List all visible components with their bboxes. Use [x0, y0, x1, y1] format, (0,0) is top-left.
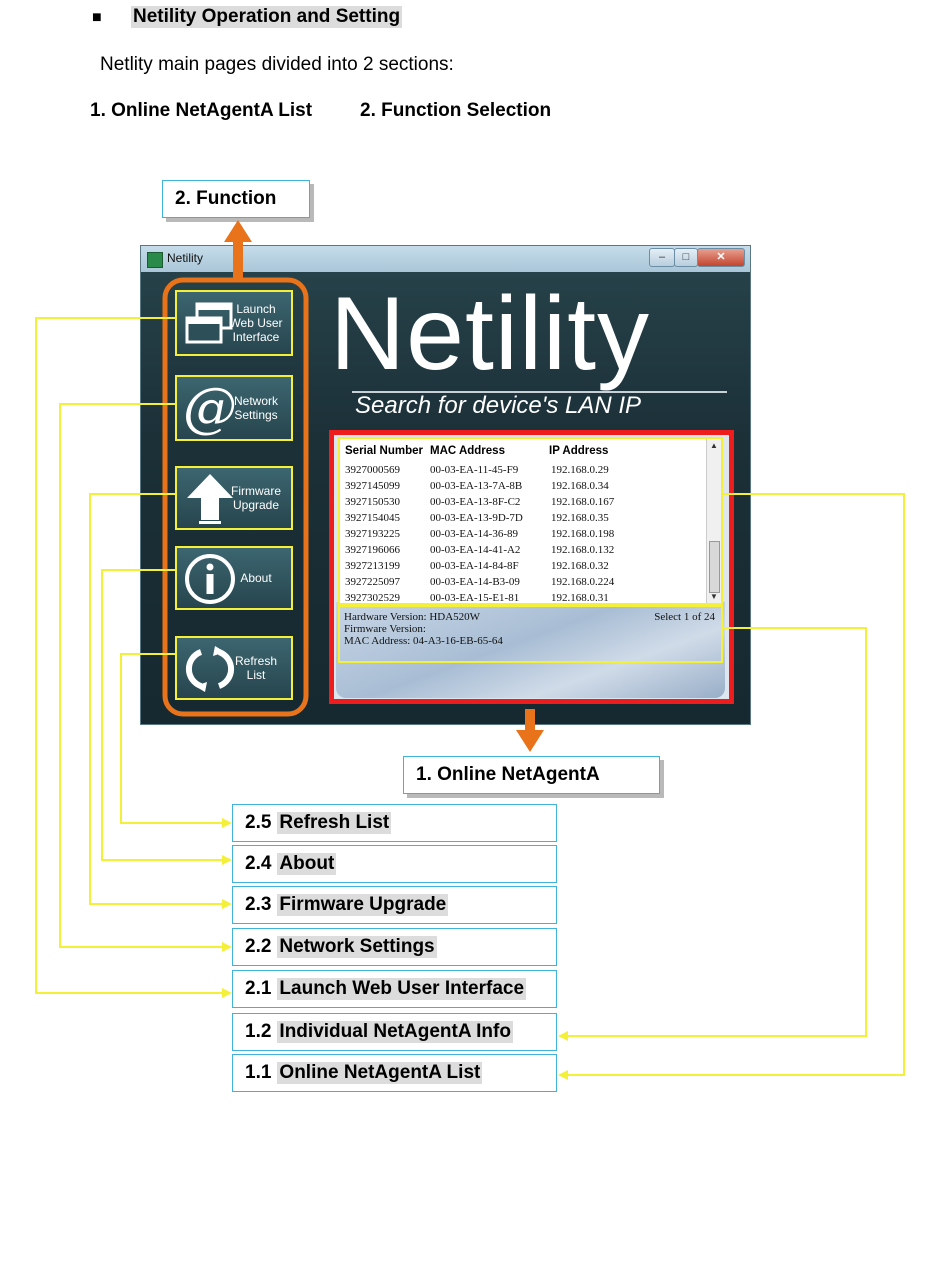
cell-mac[interactable]: 00-03-EA-14-36-89 [430, 528, 518, 540]
cell-serial[interactable]: 3927000569 [345, 464, 400, 476]
list-scrollbar[interactable]: ▲ ▼ [706, 439, 721, 603]
section-2-label: 2. Function Selection [360, 100, 552, 121]
legend-text: Launch Web User Interface [277, 978, 527, 1000]
cell-mac[interactable]: 00-03-EA-15-E1-81 [430, 592, 520, 604]
col-serial-header[interactable]: Serial Number [345, 445, 423, 457]
cell-ip[interactable]: 192.168.0.32 [551, 560, 609, 572]
legend-num: 2.4 [245, 853, 272, 874]
legend-text: Refresh List [277, 812, 392, 834]
cell-mac[interactable]: 00-03-EA-13-7A-8B [430, 480, 523, 492]
legend-text: Network Settings [277, 936, 437, 958]
refresh-list-label: Refresh List [234, 654, 278, 682]
app-icon [147, 252, 163, 268]
mac-address: MAC Address: 04-A3-16-EB-65-64 [344, 635, 503, 647]
close-icon[interactable]: ✕ [697, 248, 745, 267]
cell-serial[interactable]: 3927145099 [345, 480, 400, 492]
section-1-label: 1. Online NetAgentA List [90, 100, 313, 121]
cell-ip[interactable]: 192.168.0.35 [551, 512, 609, 524]
cell-ip[interactable]: 192.168.0.29 [551, 464, 609, 476]
device-info: Hardware Version: HDA520W Firmware Versi… [338, 605, 723, 663]
legend-num: 1.1 [245, 1062, 272, 1083]
firmware-version: Firmware Version: [344, 623, 426, 635]
legend-text: Firmware Upgrade [277, 894, 449, 916]
netility-logo: Netility [330, 276, 651, 392]
intro-text: Netlity main pages divided into 2 sectio… [100, 54, 454, 75]
tagline: Search for device's LAN IP [355, 392, 642, 419]
section-heading: Netility Operation and Setting [131, 6, 403, 28]
firmware-upgrade-button[interactable]: Firmware Upgrade [175, 466, 293, 530]
cell-ip[interactable]: 192.168.0.132 [551, 544, 615, 556]
cell-mac[interactable]: 00-03-EA-14-41-A2 [430, 544, 521, 556]
network-settings-label: Network Settings [233, 394, 278, 422]
cell-serial[interactable]: 3927196066 [345, 544, 400, 556]
cell-mac[interactable]: 00-03-EA-14-B3-09 [430, 576, 520, 588]
cell-ip[interactable]: 192.168.0.224 [551, 576, 615, 588]
online-netagent-callout: 1. Online NetAgentA [403, 756, 660, 794]
selection-count: Select 1 of 24 [654, 611, 715, 623]
cell-serial[interactable]: 3927302529 [345, 592, 400, 604]
function-callout-text: 2. Function [175, 188, 277, 209]
cell-ip[interactable]: 192.168.0.198 [551, 528, 615, 540]
window-titlebar[interactable]: Netility – □ ✕ [141, 246, 750, 272]
cell-mac[interactable]: 00-03-EA-14-84-8F [430, 560, 519, 572]
legend-num: 2.2 [245, 936, 272, 957]
cell-mac[interactable]: 00-03-EA-13-9D-7D [430, 512, 523, 524]
online-arrow-head [516, 730, 544, 752]
launch-web-ui-button[interactable]: Launch Web User Interface [175, 290, 293, 356]
scroll-up-icon[interactable]: ▲ [710, 441, 718, 450]
logo-divider [352, 391, 727, 393]
about-label: About [240, 571, 272, 585]
legend-num: 2.3 [245, 894, 272, 915]
legend-text: About [277, 853, 337, 875]
scroll-thumb[interactable] [709, 541, 720, 593]
legend-num: 1.2 [245, 1021, 272, 1042]
device-list[interactable]: Serial Number MAC Address IP Address 392… [338, 437, 723, 605]
col-ip-header[interactable]: IP Address [549, 445, 609, 457]
cell-ip[interactable]: 192.168.0.167 [551, 496, 615, 508]
firmware-upgrade-label: Firmware Upgrade [231, 484, 281, 512]
minimize-icon[interactable]: – [649, 248, 675, 267]
cell-serial[interactable]: 3927225097 [345, 576, 400, 588]
legend-num: 2.5 [245, 812, 272, 833]
legend-text: Online NetAgentA List [277, 1062, 483, 1084]
cell-mac[interactable]: 00-03-EA-13-8F-C2 [430, 496, 521, 508]
about-button[interactable]: About [175, 546, 293, 610]
col-mac-header[interactable]: MAC Address [430, 445, 505, 457]
scroll-down-icon[interactable]: ▼ [710, 592, 718, 601]
cell-serial[interactable]: 3927154045 [345, 512, 400, 524]
cell-serial[interactable]: 3927193225 [345, 528, 400, 540]
function-callout: 2. Function [162, 180, 310, 218]
online-netagent-callout-text: 1. Online NetAgentA [416, 764, 600, 785]
cell-ip[interactable]: 192.168.0.31 [551, 592, 609, 604]
function-arrow-head [224, 220, 252, 242]
hardware-version: Hardware Version: HDA520W [344, 611, 481, 623]
window-title: Netility [167, 251, 204, 265]
bullet-marker: ■ [92, 9, 102, 26]
launch-web-ui-label: Launch Web User Interface [229, 302, 283, 344]
cell-serial[interactable]: 3927150530 [345, 496, 400, 508]
legend-text: Individual NetAgentA Info [277, 1021, 513, 1043]
legend-num: 2.1 [245, 978, 272, 999]
cell-mac[interactable]: 00-03-EA-11-45-F9 [430, 464, 519, 476]
maximize-icon[interactable]: □ [674, 248, 698, 267]
refresh-list-button[interactable]: Refresh List [175, 636, 293, 700]
network-settings-button[interactable]: @ Network Settings [175, 375, 293, 441]
cell-serial[interactable]: 3927213199 [345, 560, 400, 572]
cell-ip[interactable]: 192.168.0.34 [551, 480, 609, 492]
